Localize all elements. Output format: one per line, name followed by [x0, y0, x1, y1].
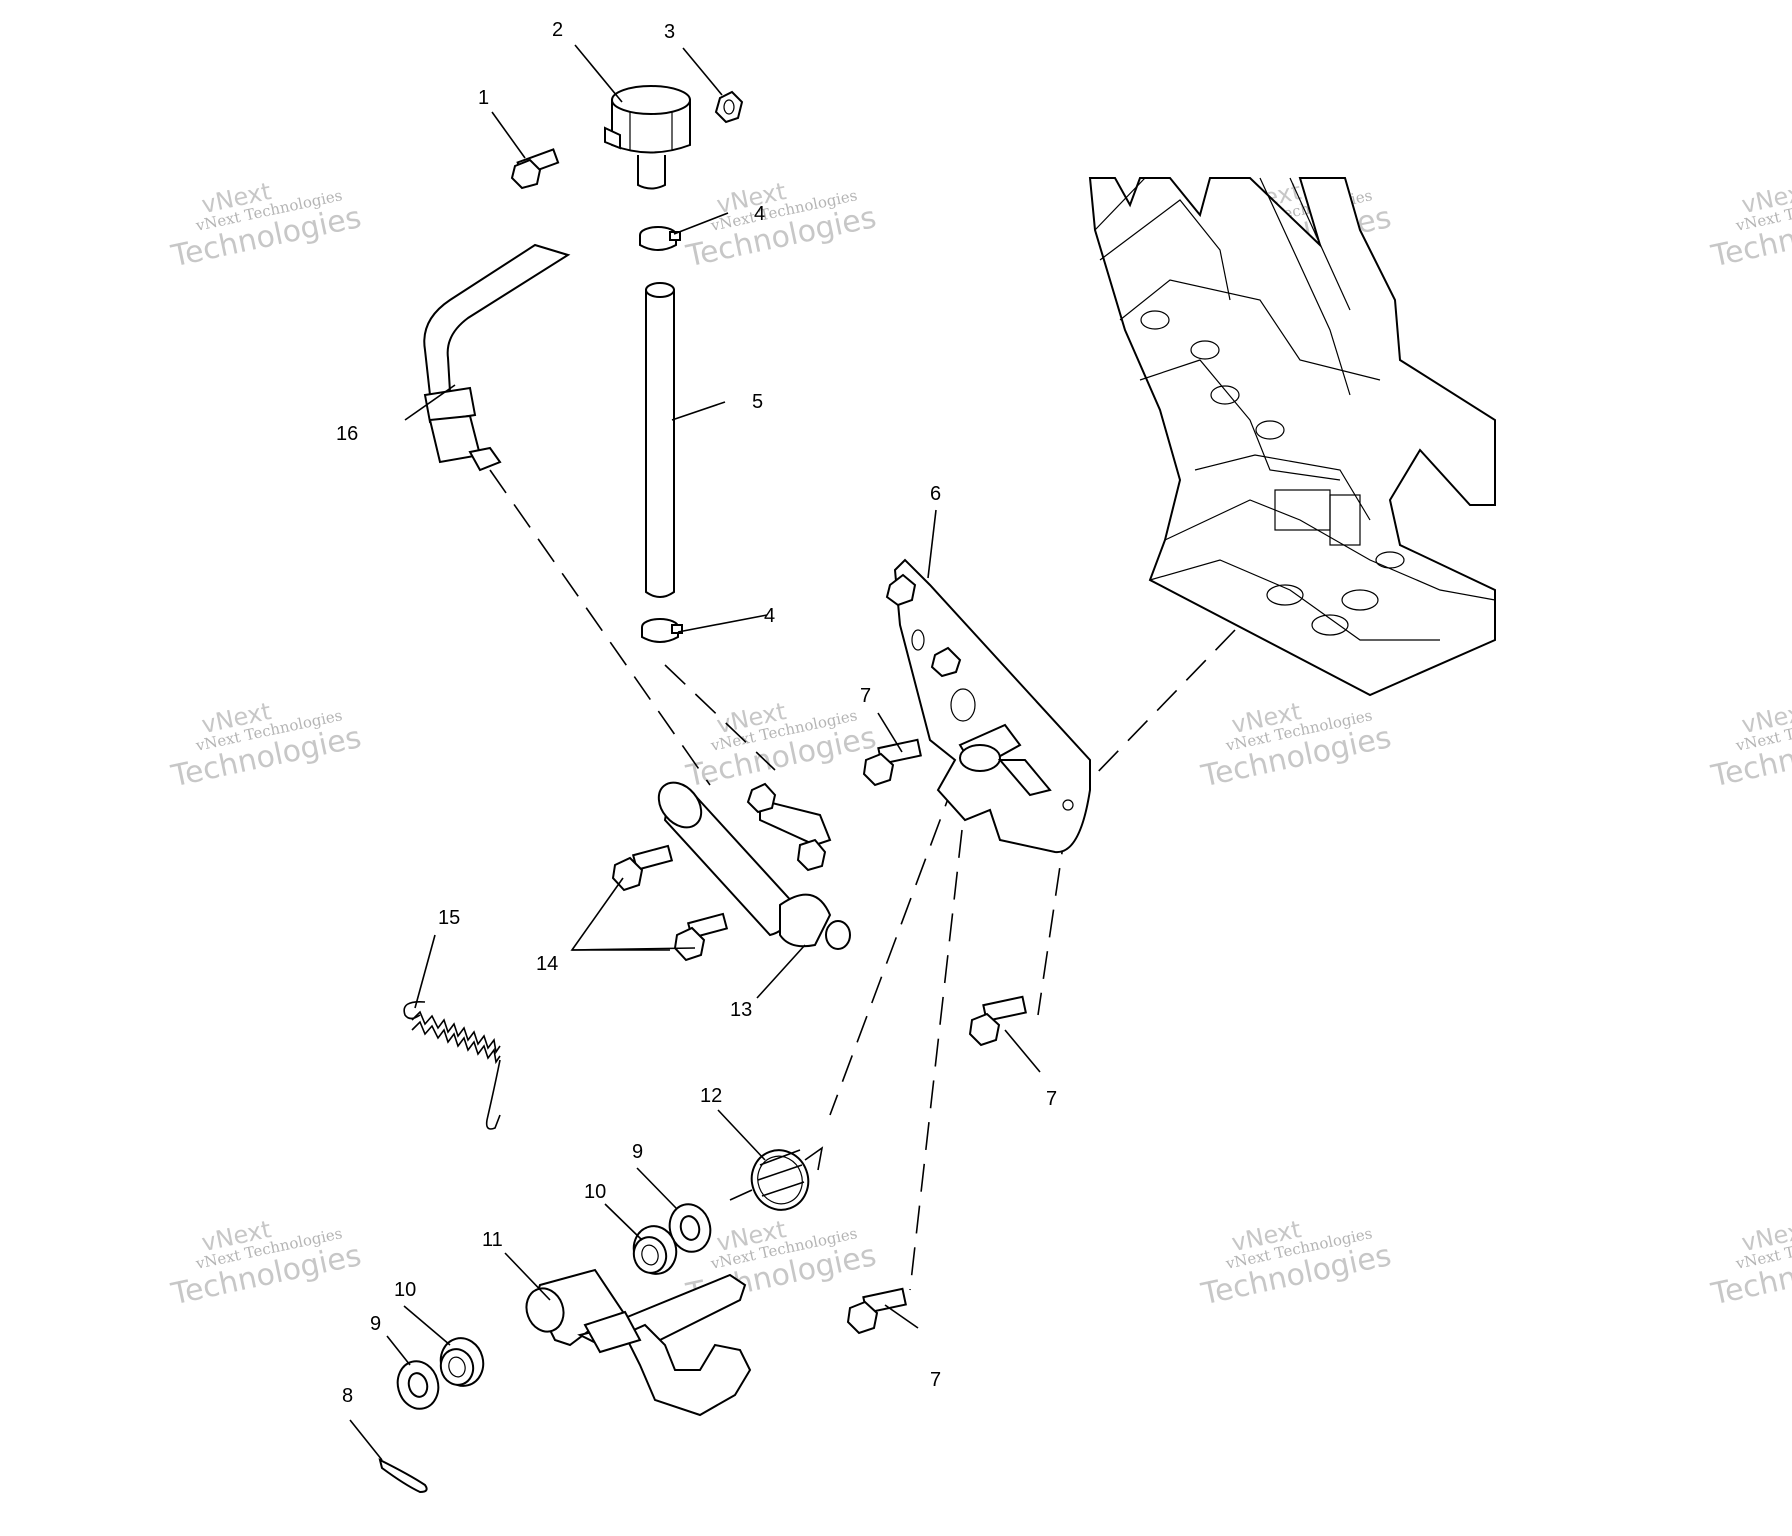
spring-coils	[411, 1010, 501, 1065]
reservoir-cap	[604, 85, 691, 190]
callout-11: 11	[482, 1229, 503, 1251]
callout-4-lower: 4	[764, 605, 775, 627]
watermark: vNext vNext Technologies Technologies	[168, 177, 365, 274]
callout-1: 1	[478, 87, 489, 109]
bushing-10-lower	[439, 1337, 485, 1387]
callout-10-lower: 10	[394, 1279, 416, 1301]
watermark: vNext vNext Technologies Technologies	[168, 1215, 365, 1312]
clamp-lower	[641, 618, 683, 643]
callout-7-middle: 7	[1046, 1088, 1057, 1110]
watermark: vNext vNext Technologies Technologies	[1198, 697, 1395, 794]
mounting-bracket	[885, 558, 1091, 854]
bolt-7-lower	[846, 1287, 907, 1335]
callout-6: 6	[930, 483, 941, 505]
watermark: vNext vNext Technologies Technologies	[1198, 1215, 1395, 1312]
callout-9-upper: 9	[632, 1141, 643, 1163]
torsion-spring	[729, 1146, 824, 1211]
watermark: vNext vNext Technologies Technologies	[683, 177, 880, 274]
leader-lines	[349, 44, 1041, 1461]
callout-12: 12	[700, 1085, 722, 1107]
assembly-lines	[489, 469, 1236, 1291]
return-spring	[403, 1000, 501, 1130]
washer-9-lower	[396, 1360, 440, 1410]
callout-9-lower: 9	[370, 1313, 381, 1335]
callout-8: 8	[342, 1385, 353, 1407]
watermark: vNext vNext Technologies Technologies	[683, 697, 880, 794]
watermark: vNext vNext Technologies Technologies	[1708, 1215, 1792, 1312]
callout-15: 15	[438, 907, 460, 929]
cotter-pin	[378, 1458, 428, 1494]
watermark: vNext vNext Technologies Technologies	[1708, 177, 1792, 274]
callout-2: 2	[552, 19, 563, 41]
callout-16: 16	[336, 423, 358, 445]
callout-7-lower: 7	[930, 1369, 941, 1391]
bolt-14-lower	[673, 912, 729, 962]
callout-labels: 1 2 3 4 4 5 6 7 7 7 8 9 9 10 10 11 12 13…	[336, 19, 1057, 1407]
bushing-10-upper	[632, 1225, 678, 1275]
brake-line	[423, 243, 571, 472]
callout-7-upper: 7	[860, 685, 871, 707]
nut-3	[714, 90, 744, 124]
master-cylinder	[657, 781, 851, 950]
callout-4-upper: 4	[754, 203, 765, 225]
vehicle-frame	[1088, 177, 1496, 697]
watermark: vNext vNext Technologies Technologies	[1708, 697, 1792, 794]
hose	[645, 282, 675, 598]
callout-13: 13	[730, 999, 752, 1021]
watermark: vNext vNext Technologies Technologies	[168, 697, 365, 794]
washer-9-upper	[668, 1203, 712, 1253]
callout-5: 5	[752, 391, 763, 413]
clamp-upper	[639, 226, 681, 251]
callout-14: 14	[536, 953, 558, 975]
bolt-1	[510, 148, 560, 190]
callout-10-upper: 10	[584, 1181, 606, 1203]
bolt-14-upper	[611, 844, 674, 892]
brake-pedal	[525, 1268, 752, 1417]
bolt-7-middle	[968, 995, 1027, 1047]
callout-3: 3	[664, 21, 675, 43]
